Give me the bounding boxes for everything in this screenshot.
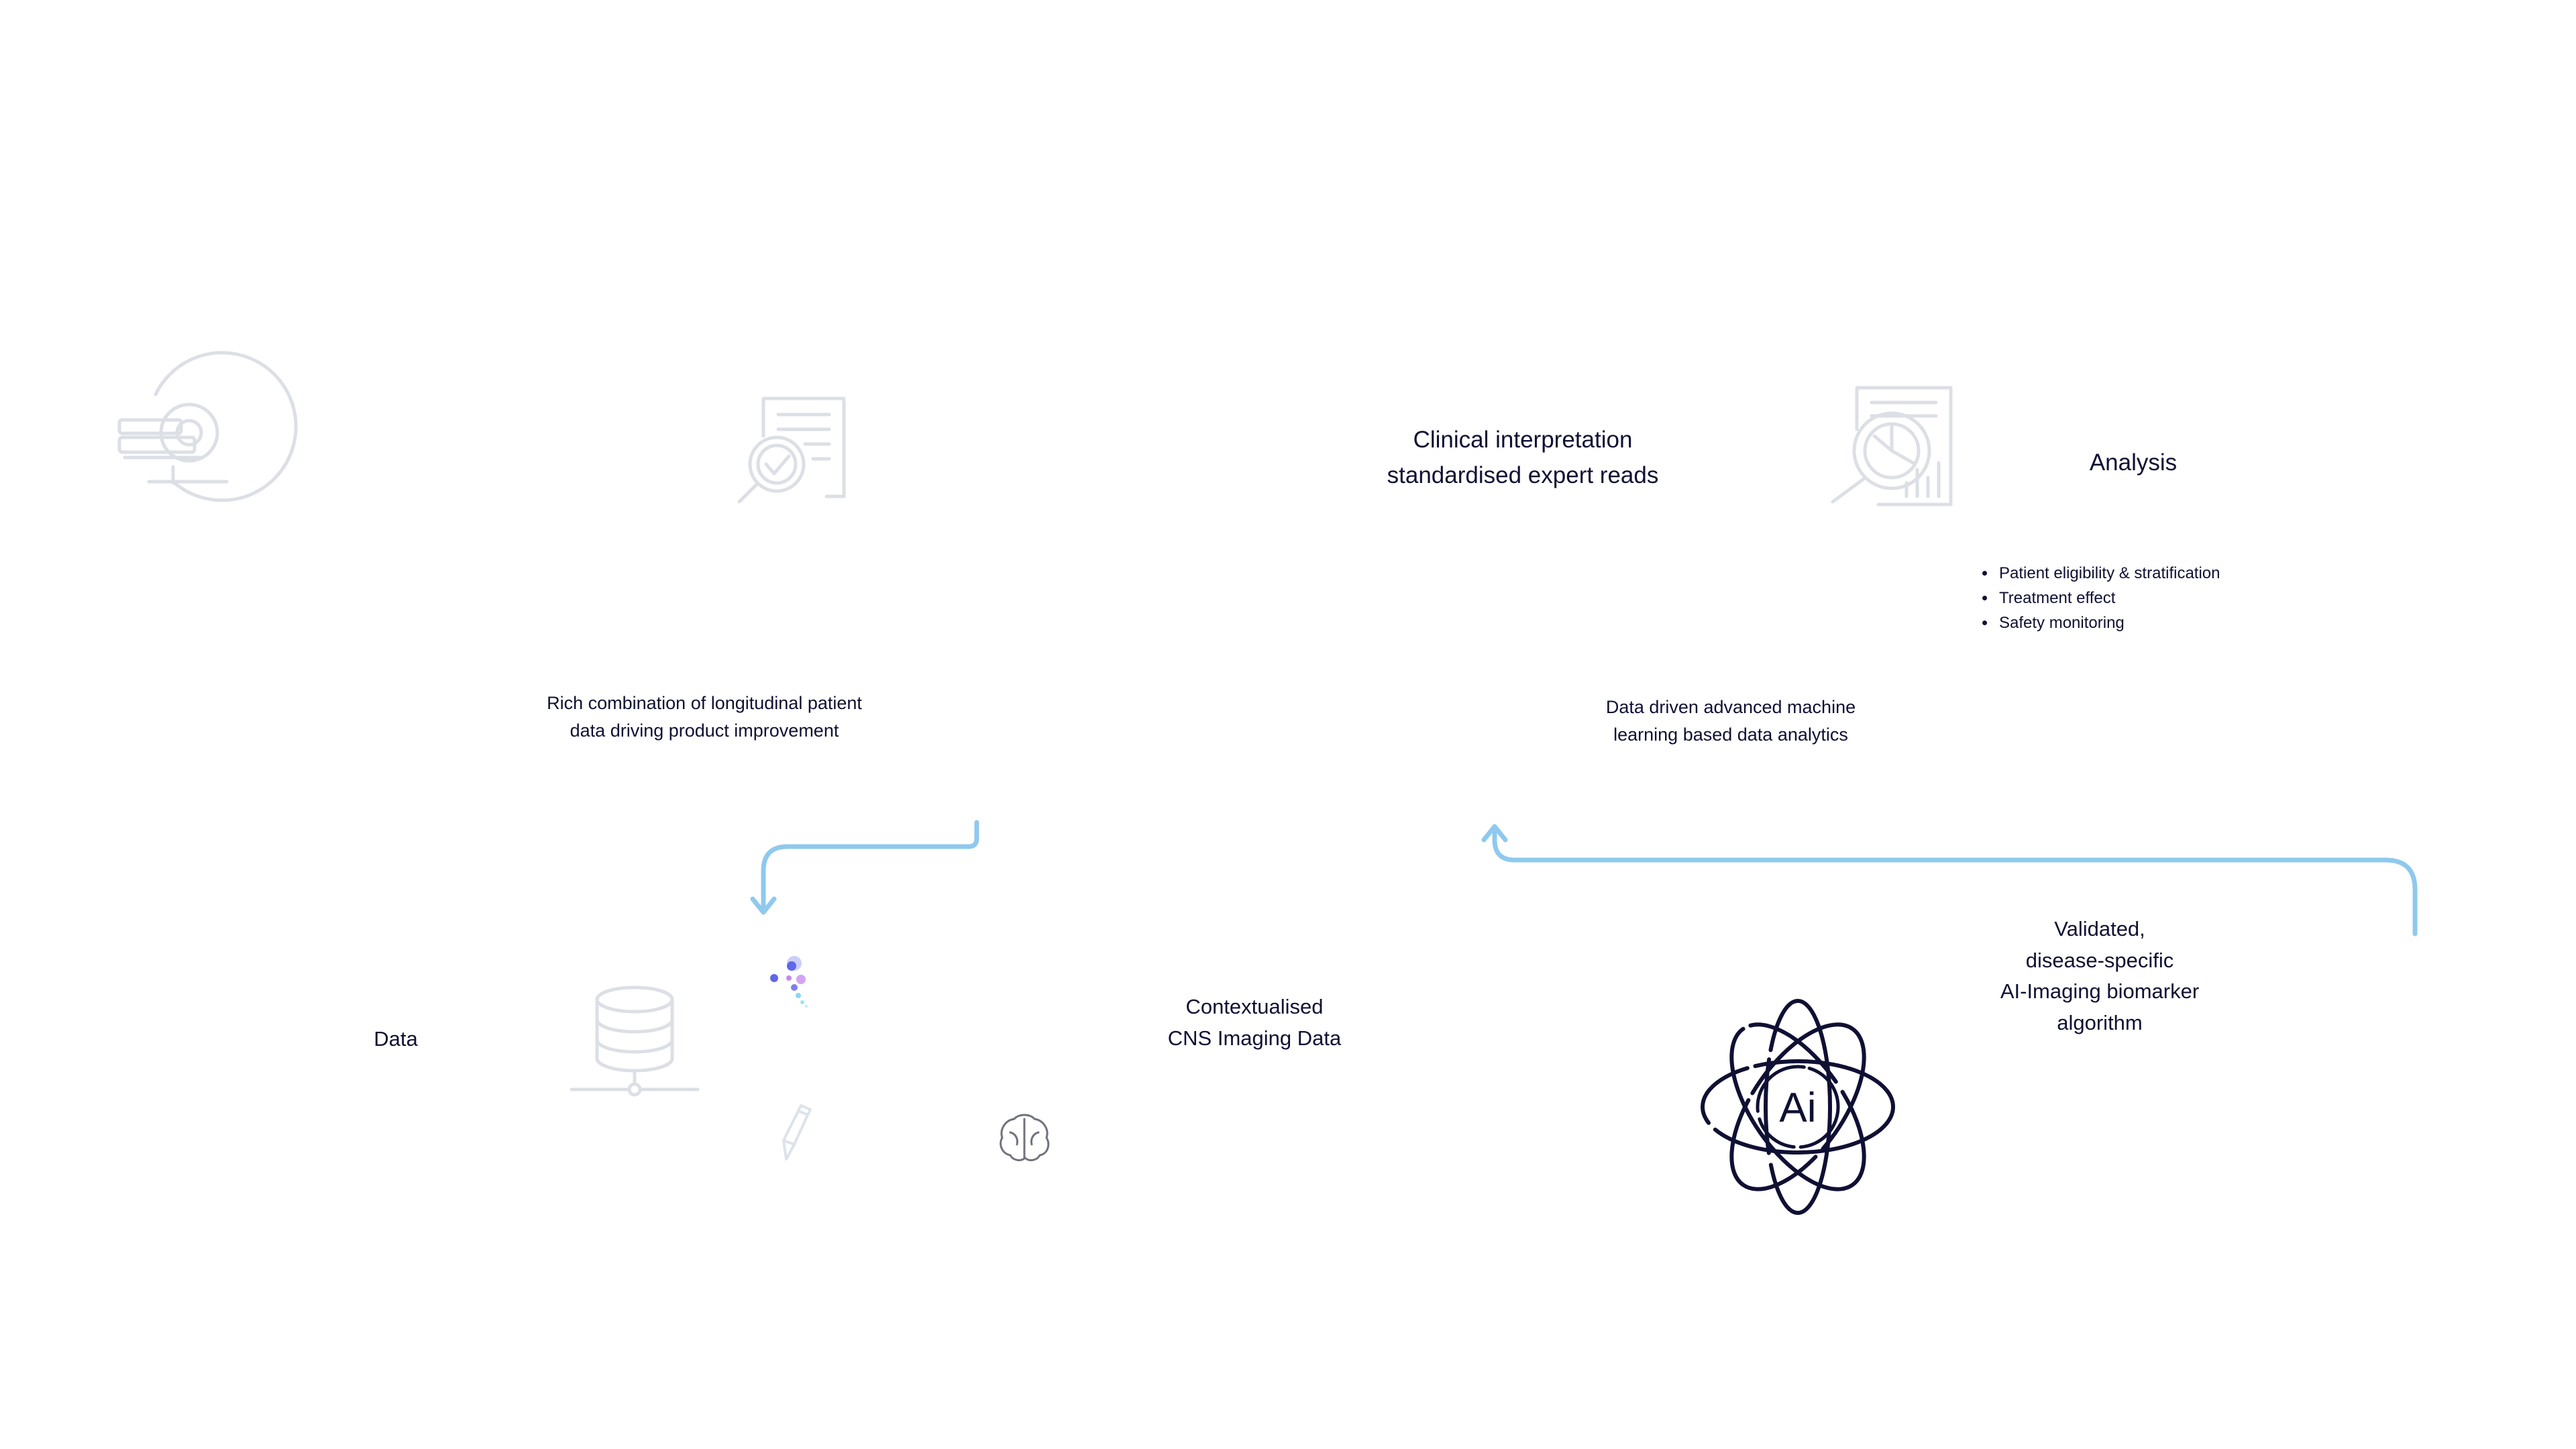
feedback-arrow-left — [750, 820, 979, 915]
ai-atom-icon — [1701, 999, 1895, 1215]
validated-algorithm-label: Validated, disease-specific AI-Imaging b… — [1959, 914, 2241, 1038]
validated-line-3: AI-Imaging biomarker — [2000, 979, 2200, 1003]
clinical-line-2: standardised expert reads — [1387, 462, 1659, 488]
clinical-interpretation-label: Clinical interpretation standardised exp… — [1342, 423, 1704, 493]
ml-line-2: learning based data analytics — [1613, 724, 1848, 745]
bullet-patient-eligibility: Patient eligibility & stratification — [1996, 561, 2220, 586]
ml-analytics-label: Data driven advanced machine learning ba… — [1556, 694, 1905, 748]
longitudinal-line-2: data driving product improvement — [570, 720, 839, 741]
particles-icon — [770, 956, 808, 1008]
database-icon — [570, 985, 700, 1097]
validated-line-1: Validated, — [2054, 917, 2145, 941]
bullet-safety-monitoring: Safety monitoring — [1996, 610, 2220, 635]
contextualised-line-1: Contextualised — [1185, 995, 1324, 1018]
data-label: Data — [374, 1027, 418, 1051]
analysis-label: Analysis — [2089, 449, 2178, 476]
pencil-icon — [782, 1104, 812, 1161]
report-search-icon — [737, 396, 846, 504]
contextualised-data-label: Contextualised CNS Imaging Data — [1114, 991, 1395, 1054]
chart-report-search-icon — [1831, 386, 1953, 506]
ml-line-1: Data driven advanced machine — [1605, 697, 1856, 717]
clinical-line-1: Clinical interpretation — [1413, 427, 1633, 453]
longitudinal-data-label: Rich combination of longitudinal patient… — [490, 690, 919, 744]
contextualised-line-2: CNS Imaging Data — [1167, 1026, 1342, 1050]
brain-icon — [1000, 1114, 1050, 1161]
validated-line-4: algorithm — [2057, 1010, 2143, 1034]
mri-scanner-icon — [117, 351, 298, 502]
analysis-bullet-list: Patient eligibility & stratification Tre… — [1972, 561, 2220, 635]
validated-line-2: disease-specific — [2025, 948, 2174, 972]
ai-logo-text: Ai — [1779, 1085, 1816, 1131]
feedback-arrow-right — [1481, 824, 2418, 936]
bullet-treatment-effect: Treatment effect — [1996, 586, 2220, 610]
longitudinal-line-1: Rich combination of longitudinal patient — [547, 693, 862, 713]
